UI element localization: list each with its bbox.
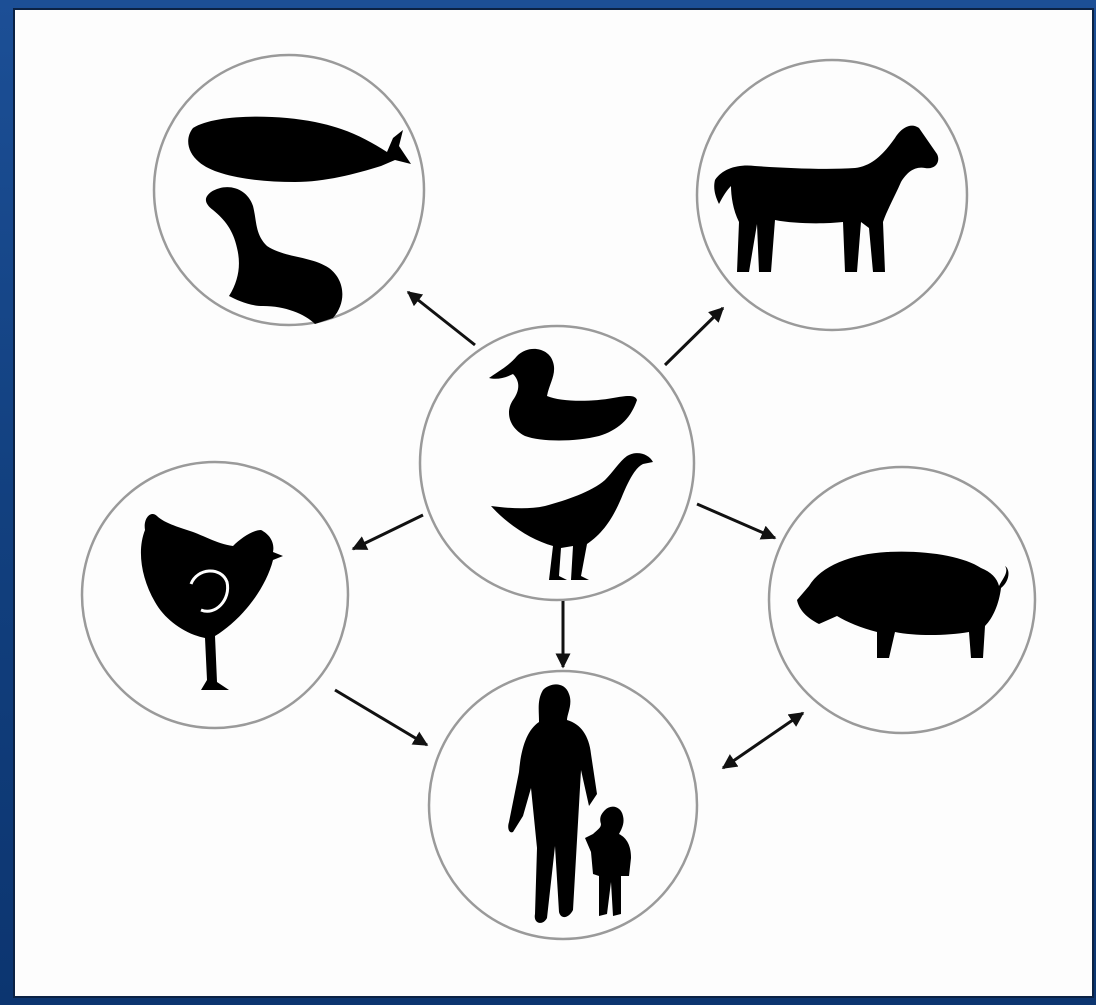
node-humans <box>429 671 697 939</box>
arrow-to-pig <box>697 504 775 538</box>
node-duck-goose <box>420 326 694 600</box>
diagram-panel <box>13 8 1094 998</box>
adult-icon <box>508 684 597 923</box>
whale-icon <box>188 117 411 182</box>
node-pig <box>769 467 1035 733</box>
duck-icon <box>489 349 637 441</box>
arrow-chicken-to-humans <box>335 690 427 745</box>
chicken-icon <box>141 514 283 690</box>
arrow-to-whale-seal <box>408 292 475 345</box>
goose-icon <box>491 453 653 580</box>
arrow-to-chicken <box>353 515 423 549</box>
node-whale-seal <box>154 55 424 325</box>
seal-icon <box>206 187 342 324</box>
node-horse <box>697 60 967 330</box>
transmission-diagram <box>15 10 1092 996</box>
node-chicken <box>82 462 348 728</box>
child-icon <box>585 807 631 916</box>
pig-icon <box>797 552 1008 658</box>
arrow-to-horse <box>665 308 723 365</box>
arrow-pig-humans <box>723 713 803 768</box>
horse-icon <box>714 126 938 272</box>
